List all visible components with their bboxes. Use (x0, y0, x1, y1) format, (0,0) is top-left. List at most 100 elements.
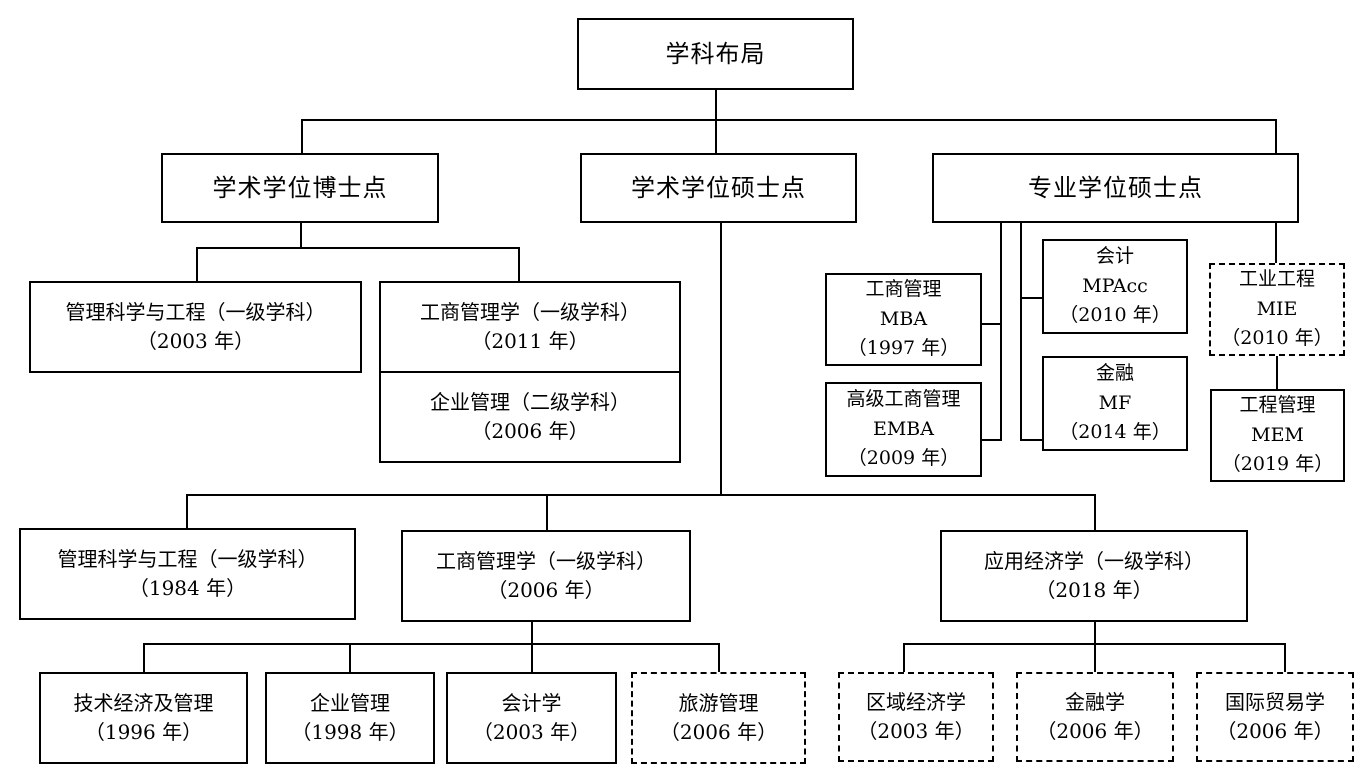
connector (186, 494, 1096, 496)
connector (1094, 621, 1096, 644)
node-name: 企业管理 (310, 691, 390, 715)
professional-node: 工程管理 MEM （2019 年） (1210, 389, 1345, 482)
node-year: （2006 年） (1036, 719, 1154, 743)
connector (196, 247, 520, 249)
node-name: 应用经济学（一级学科） (984, 549, 1204, 573)
professional-node: 高级工商管理 EMBA （2009 年） (825, 382, 982, 477)
node-code: MEM (1251, 423, 1304, 446)
category-academic-masters: 学术学位硕士点 (580, 153, 857, 223)
connector (143, 643, 720, 645)
connector (1275, 222, 1277, 264)
connector (546, 494, 548, 531)
node-year: （2011 年） (471, 329, 589, 353)
masters-node: 应用经济学（一级学科） （2018 年） (940, 530, 1248, 622)
connector (715, 88, 717, 120)
connector (186, 494, 188, 530)
connector (531, 643, 533, 674)
category-doctoral: 学术学位博士点 (161, 153, 439, 223)
node-name: 金融学 (1065, 690, 1125, 714)
connector (981, 323, 1002, 325)
connector (1094, 494, 1096, 531)
doctoral-node: 工商管理学（一级学科） （2011 年） (379, 281, 681, 373)
connector (301, 119, 303, 155)
node-year: （2003 年） (136, 329, 255, 353)
node-name: 区域经济学 (866, 690, 966, 714)
node-year: （2003 年） (472, 720, 591, 744)
node-year: （1997 年） (847, 337, 960, 360)
connector (518, 247, 520, 282)
category-label: 学术学位硕士点 (631, 173, 806, 202)
connector (903, 643, 905, 674)
category-label: 专业学位硕士点 (1028, 173, 1203, 202)
connector (1020, 222, 1022, 441)
sub-discipline-node: 会计学 （2003 年） (446, 672, 617, 764)
connector (1275, 119, 1277, 155)
connector (715, 119, 717, 155)
node-year: （2010 年） (1221, 327, 1333, 350)
connector (349, 643, 351, 674)
node-name: 工商管理 (865, 278, 942, 301)
connector (196, 247, 198, 282)
professional-node: 会计 MPAcc （2010 年） (1042, 239, 1188, 334)
connector (1276, 355, 1278, 391)
node-year: （1996 年） (84, 720, 203, 744)
node-code: EMBA (872, 417, 934, 440)
node-year: （2006 年） (487, 578, 605, 602)
node-name: 旅游管理 (678, 691, 759, 715)
node-name: 工商管理学（一级学科） (436, 549, 656, 573)
connector (718, 643, 720, 674)
node-name: 管理科学与工程（一级学科） (65, 300, 326, 324)
node-year: （2003 年） (857, 719, 975, 743)
professional-node: 工商管理 MBA （1997 年） (825, 273, 982, 366)
root-node: 学科布局 (577, 18, 854, 90)
node-year: （2019 年） (1221, 453, 1334, 476)
sub-discipline-node: 区域经济学 （2003 年） (838, 672, 994, 762)
professional-node: 金融 MF （2014 年） (1042, 356, 1188, 451)
connector (1000, 222, 1002, 441)
professional-node: 工业工程 MIE （2010 年） (1209, 263, 1345, 356)
node-year: （2018 年） (1035, 578, 1153, 602)
category-professional-masters: 专业学位硕士点 (932, 153, 1299, 223)
sub-discipline-node: 国际贸易学 （2006 年） (1196, 672, 1354, 762)
node-code: MPAcc (1082, 274, 1148, 297)
node-year: （2006 年） (659, 720, 778, 744)
masters-node: 管理科学与工程（一级学科） （1984 年） (19, 528, 356, 620)
node-name: 企业管理（二级学科） (430, 390, 630, 414)
node-year: （2006 年） (471, 419, 589, 443)
node-year: （2010 年） (1059, 304, 1171, 327)
connector (1094, 643, 1096, 674)
node-year: （1984 年） (128, 576, 247, 600)
node-name: 会计学 (501, 691, 562, 715)
node-name: 工业工程 (1238, 268, 1315, 291)
connector (1020, 297, 1043, 299)
node-name: 管理科学与工程（一级学科） (57, 547, 318, 571)
connector (1020, 439, 1043, 441)
node-code: MIE (1256, 297, 1298, 320)
node-year: （2014 年） (1059, 421, 1171, 444)
node-year: （2009 年） (847, 447, 960, 470)
node-code: MBA (879, 307, 928, 330)
node-name: 高级工商管理 (846, 388, 961, 411)
connector (143, 643, 145, 674)
connector (981, 439, 1002, 441)
doctoral-node: 管理科学与工程（一级学科） （2003 年） (29, 281, 362, 373)
connector (301, 119, 1276, 121)
sub-discipline-node: 企业管理 （1998 年） (265, 672, 435, 764)
node-name: 金融 (1095, 362, 1134, 385)
node-name: 国际贸易学 (1225, 690, 1325, 714)
sub-discipline-node: 金融学 （2006 年） (1016, 672, 1174, 762)
node-year: （2006 年） (1216, 719, 1334, 743)
connector (1284, 643, 1286, 674)
sub-discipline-node: 技术经济及管理 （1996 年） (39, 672, 248, 764)
node-code: MF (1098, 391, 1132, 414)
doctoral-node: 企业管理（二级学科） （2006 年） (379, 371, 681, 463)
node-name: 工商管理学（一级学科） (420, 300, 640, 324)
connector (300, 222, 302, 248)
masters-node: 工商管理学（一级学科） （2006 年） (401, 530, 691, 622)
root-label: 学科布局 (665, 39, 766, 68)
node-name: 会计 (1095, 245, 1134, 268)
node-year: （1998 年） (291, 720, 409, 744)
connector (720, 222, 722, 495)
sub-discipline-node: 旅游管理 （2006 年） (631, 672, 806, 764)
node-name: 工程管理 (1239, 394, 1316, 417)
